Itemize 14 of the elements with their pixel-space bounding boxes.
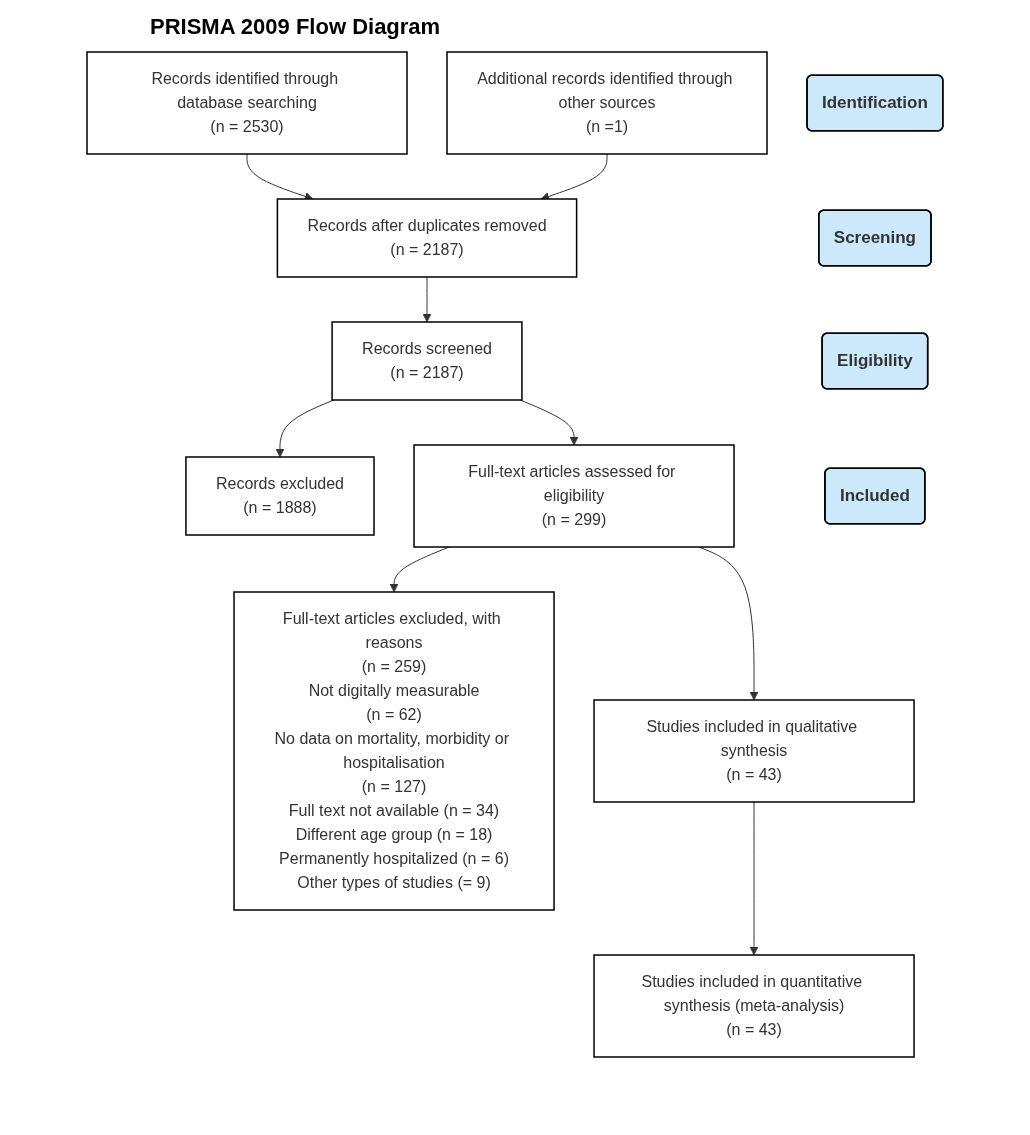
node-box: Studies included in qualitative synthesis (n = 43) — [593, 699, 915, 803]
diagram-title: PRISMA 2009 Flow Diagram — [150, 14, 441, 40]
node-box: Records excluded (n = 1888) — [185, 456, 375, 536]
arrow — [540, 153, 608, 201]
node-box: Records after duplicates removed (n = 2187) — [276, 198, 578, 278]
arrow — [749, 801, 759, 956]
arrow — [246, 153, 314, 201]
node-box: Studies included in quantitative synthesis (meta-analysis) (n = 43) — [593, 954, 915, 1058]
arrow — [422, 276, 432, 323]
node-box: Records identified through database searching (n = 2530) — [86, 51, 408, 155]
node-box: Additional records identified through other sources (n =1) — [446, 51, 768, 155]
node-box: Full-text articles assessed for eligibility (n = 299) — [413, 444, 735, 548]
node-box: Full-text articles excluded, with reasons (n = 259) Not digitally measurable (n = 62) No data on mortality, morbidity or hospitalisation (n = 127) Full text not available (n = 34) Different age group (n = 18) Permanently hospitalized (n = 6) Other types of studies (= 9) — [233, 591, 555, 911]
node-box: Records screened (n = 2187) — [331, 321, 523, 401]
